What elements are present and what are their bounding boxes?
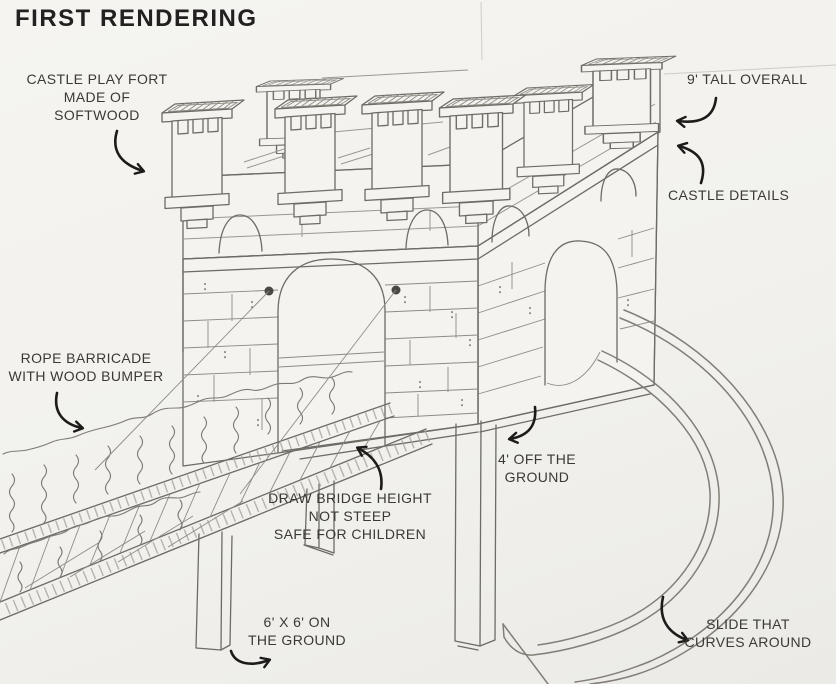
arrow-slide (660, 595, 690, 644)
note-height: 9' TALL OVERALL (687, 70, 807, 88)
arrow-height (675, 96, 718, 129)
note-line: 4' OFF THE (498, 451, 576, 467)
arrow-details (676, 141, 705, 185)
arrow-material (114, 129, 146, 175)
guide-lines (480, 1, 836, 75)
note-line: SLIDE THAT (706, 616, 790, 632)
arrow-barricade (54, 391, 85, 433)
drawbridge (0, 289, 433, 621)
note-line: GROUND (504, 469, 570, 485)
arrow-footprint (229, 649, 272, 669)
note-line: THE GROUND (247, 632, 347, 648)
note-line: CASTLE DETAILS (668, 187, 790, 203)
note-footprint: 6' X 6' ON THE GROUND (248, 613, 346, 649)
note-clearance: 4' OFF THE GROUND (498, 450, 576, 486)
note-drawbridge: DRAW BRIDGE HEIGHT NOT STEEP SAFE FOR CH… (268, 489, 432, 543)
note-line: CASTLE PLAY FORT (26, 71, 168, 87)
note-line: WITH WOOD BUMPER (8, 368, 164, 384)
note-line: MADE OF (63, 89, 131, 105)
note-line: SAFE FOR CHILDREN (273, 526, 427, 542)
note-line: NOT STEEP (308, 508, 392, 524)
note-material: CASTLE PLAY FORT MADE OF SOFTWOOD (27, 70, 168, 124)
page-title: FIRST RENDERING (15, 5, 258, 32)
arrow-clearance (507, 405, 537, 444)
note-line: 9' TALL OVERALL (687, 71, 808, 87)
note-line: ROPE BARRICADE (20, 350, 152, 366)
note-line: CURVES AROUND (684, 634, 812, 650)
slide (502, 309, 784, 684)
note-details: CASTLE DETAILS (668, 186, 789, 204)
castle-structure (161, 55, 677, 467)
note-line: SOFTWOOD (54, 107, 140, 123)
support-posts (195, 420, 497, 651)
note-line: 6' X 6' ON (263, 614, 331, 630)
annotation-arrows (54, 96, 718, 669)
arrow-drawbridge (355, 445, 383, 491)
note-slide: SLIDE THAT CURVES AROUND (684, 615, 811, 651)
note-line: DRAW BRIDGE HEIGHT (268, 490, 432, 506)
note-barricade: ROPE BARRICADE WITH WOOD BUMPER (9, 349, 164, 385)
